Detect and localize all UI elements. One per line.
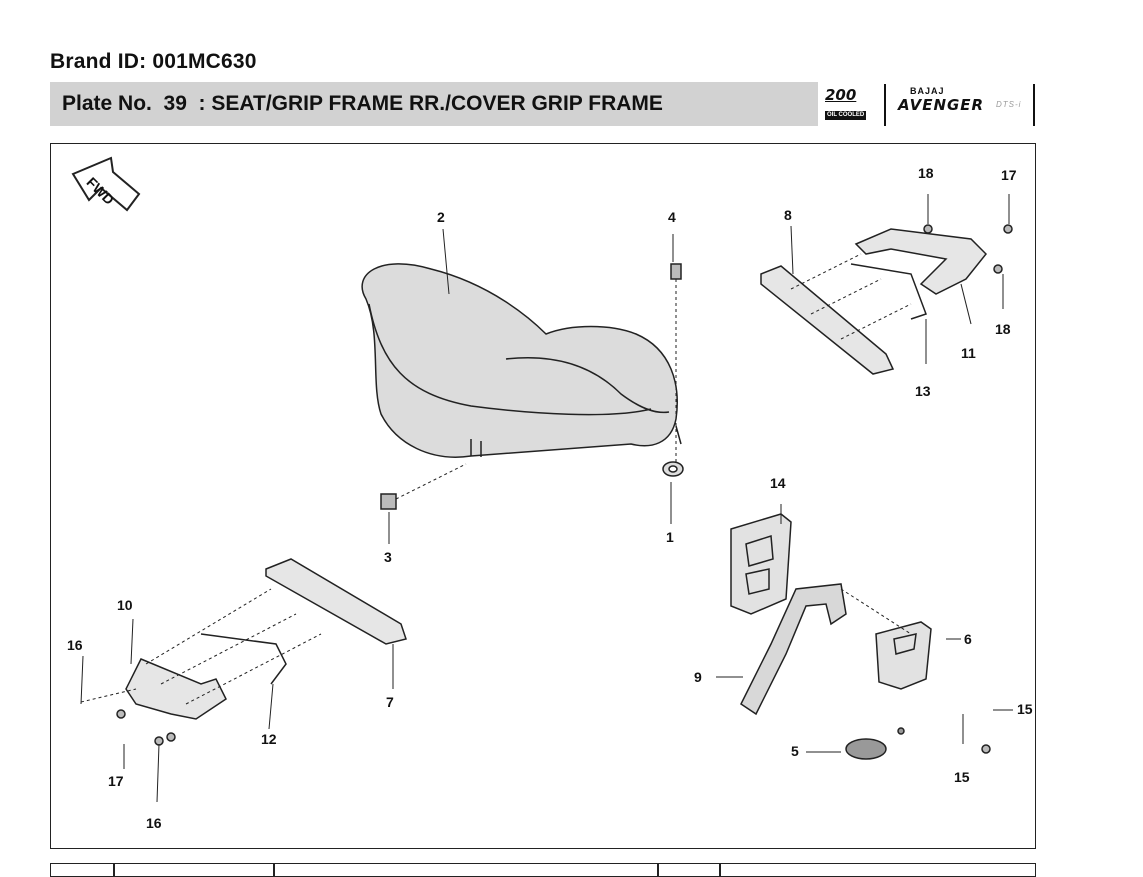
callout-8: 8	[784, 207, 792, 223]
callout-6: 6	[964, 631, 972, 647]
logo-divider	[884, 84, 886, 126]
callout-13: 13	[915, 383, 931, 399]
fwd-arrow-icon	[71, 156, 141, 212]
seat-part	[361, 263, 682, 458]
parts-table-header	[50, 863, 1036, 877]
table-col-divider	[657, 864, 659, 876]
logo-200-subtitle: OIL COOLED	[825, 111, 867, 120]
cover-part-14	[730, 513, 792, 615]
plate-part-6	[875, 621, 932, 690]
exploded-parts-diagram: FWD 2 4 1 3 8 18 17 18 11 13 14 10 16 7 …	[67, 156, 1033, 831]
plate-title: Plate No. 39 : SEAT/GRIP FRAME RR./COVER…	[62, 92, 663, 115]
bolt-part-3	[380, 493, 397, 510]
callout-11: 11	[961, 345, 976, 361]
callout-4: 4	[668, 209, 676, 225]
grip-frame-lower-left	[80, 558, 407, 720]
grab-bar-part-9	[740, 583, 847, 716]
callout-5: 5	[791, 743, 799, 759]
brand-id: Brand ID: 001MC630	[50, 50, 257, 73]
emblem-part-5	[845, 738, 887, 760]
callout-17-top: 17	[1001, 167, 1017, 183]
logo-bajaj-avenger: BAJAJ AVENGER DTS-i	[898, 86, 1038, 126]
logo-200-oil-cooled: 200 OIL COOLED	[825, 88, 877, 124]
logo-dts-text: DTS-i	[996, 100, 1022, 109]
callout-12: 12	[261, 731, 277, 747]
callout-1: 1	[666, 529, 674, 545]
callout-18-top: 18	[918, 165, 934, 181]
logo-200-number: 200	[825, 86, 857, 104]
logo-right-border	[1033, 84, 1035, 126]
cover-grip-frame-upper	[760, 228, 988, 375]
callout-18-right: 18	[995, 321, 1011, 337]
bolt-part-4	[670, 263, 682, 280]
callout-15-bottom: 15	[954, 769, 970, 785]
table-col-divider	[273, 864, 275, 876]
callout-14: 14	[770, 475, 786, 491]
callout-16-left: 16	[67, 637, 83, 653]
callout-7: 7	[386, 694, 394, 710]
table-col-divider	[719, 864, 721, 876]
callout-17-bottom: 17	[108, 773, 124, 789]
table-col-divider	[113, 864, 115, 876]
logo-avenger-text: AVENGER	[898, 96, 985, 114]
callout-16-bottom: 16	[146, 815, 162, 831]
callout-10: 10	[117, 597, 133, 613]
callout-3: 3	[384, 549, 392, 565]
logo-bajaj-text: BAJAJ	[910, 86, 945, 96]
plate-title-bar	[50, 82, 818, 126]
callout-9: 9	[694, 669, 702, 685]
callout-15-right: 15	[1017, 701, 1033, 717]
callout-2: 2	[437, 209, 445, 225]
diagram-frame: FWD 2 4 1 3 8 18 17 18 11 13 14 10 16 7 …	[50, 143, 1036, 849]
